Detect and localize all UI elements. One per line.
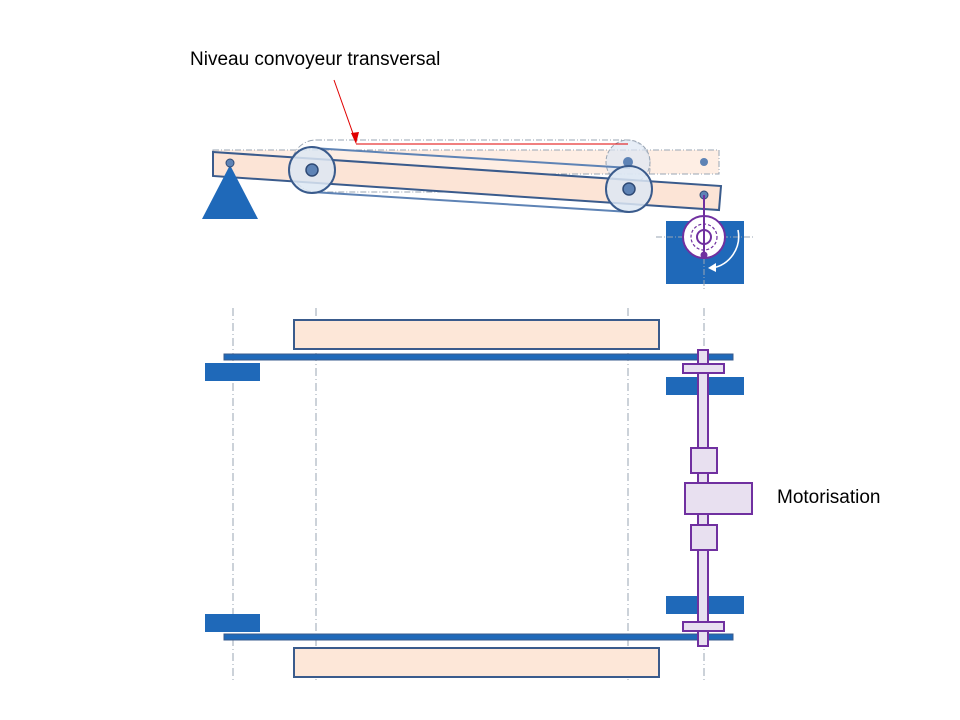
pivot-block-top xyxy=(205,363,260,381)
rotation-arrow-icon xyxy=(711,229,740,269)
pivot-block-bottom xyxy=(205,614,260,632)
conveyor-level-indicator xyxy=(333,79,628,145)
pulley-right xyxy=(605,165,653,213)
pivot-support xyxy=(202,158,258,219)
rail-bottom xyxy=(223,633,734,641)
conveyor-top xyxy=(293,319,660,350)
pulley-left xyxy=(288,146,336,194)
motor-unit xyxy=(684,482,753,515)
cam-motor xyxy=(656,195,754,290)
conveyor-level-label: Niveau convoyeur transversal xyxy=(190,49,441,70)
conveyor-bottom xyxy=(293,647,660,678)
belt xyxy=(311,147,631,213)
motorisation-label: Motorisation xyxy=(777,487,881,508)
rail-top xyxy=(223,353,734,361)
tilted-arm xyxy=(212,150,723,212)
axis-lines xyxy=(232,308,705,680)
